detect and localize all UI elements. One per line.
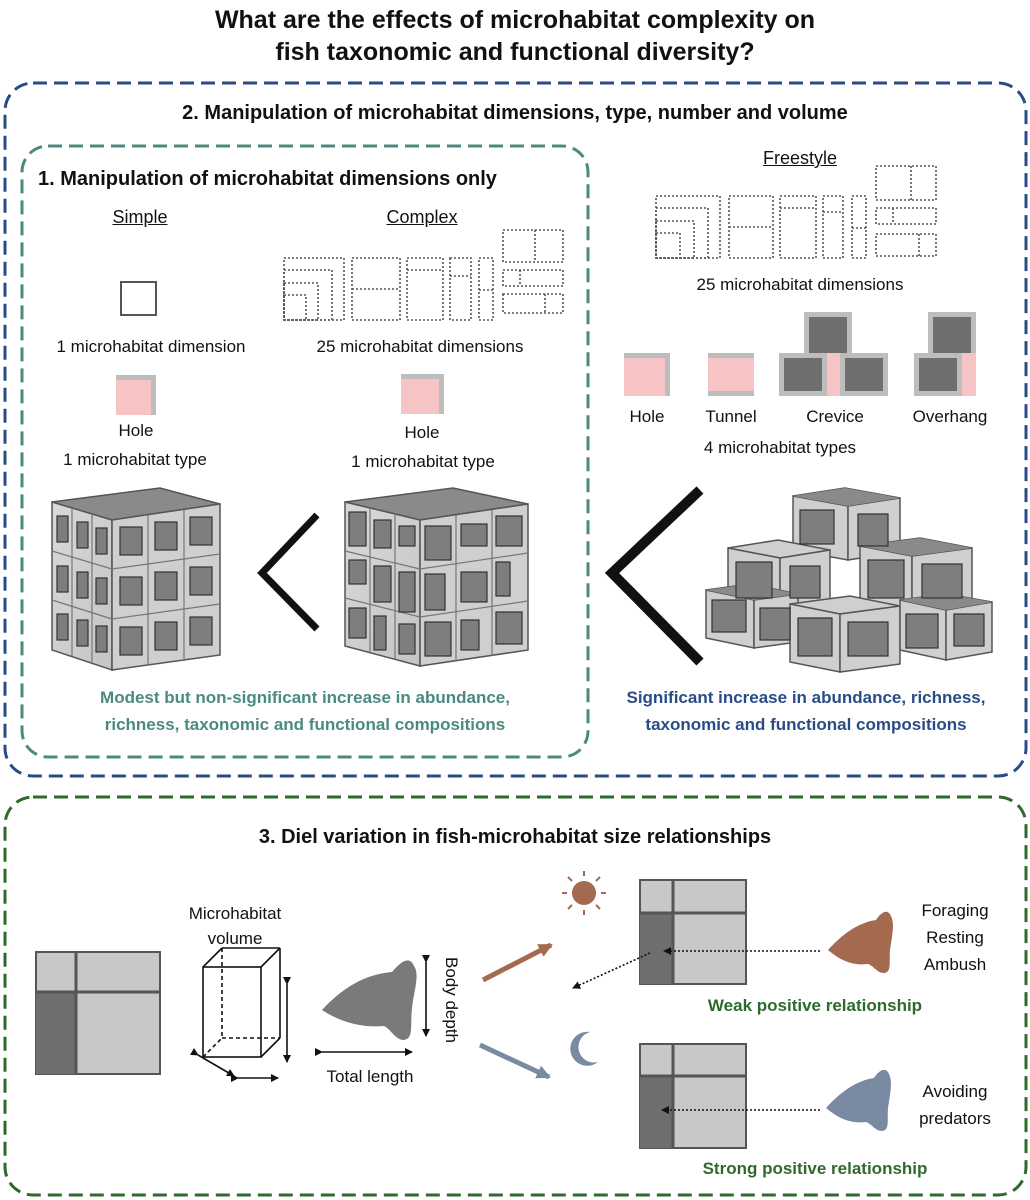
panel-2-result: Significant increase in abundance, richn… — [596, 684, 1016, 738]
panel-1-result-line1: Modest but non-significant increase in a… — [100, 688, 510, 707]
dimension-arrows-icon — [189, 977, 291, 1082]
fish-icon-day — [828, 911, 893, 973]
complex-type-caption: 1 microhabitat type — [351, 452, 495, 471]
body-depth-label: Body depth — [442, 956, 461, 1043]
fish-icon-grey — [322, 960, 417, 1040]
freestyle-label: Freestyle — [762, 148, 838, 168]
sun-icon — [562, 871, 606, 915]
simple-hole-icon — [116, 375, 156, 415]
chevron-left-icon — [257, 512, 320, 632]
day-behaviour-1: Foraging — [921, 901, 989, 920]
volume-label: Microhabitat volume — [170, 901, 300, 951]
panel-1-result-line2: richness, taxonomic and functional compo… — [104, 715, 506, 734]
volume-label-line2: volume — [207, 929, 263, 948]
type-overhang-label: Overhang — [912, 407, 988, 426]
day-microhabitat-icon — [639, 879, 747, 985]
panel-3-border — [3, 795, 1028, 1197]
freestyle-dimensions-text: 25 microhabitat dimensions — [696, 275, 904, 294]
freestyle-cube-pile-icon — [705, 487, 993, 673]
simple-type-name: Hole — [118, 421, 154, 440]
complex-cube-icon — [344, 487, 529, 667]
type-crevice-label: Crevice — [806, 407, 864, 426]
freestyle-hole-icon — [624, 353, 670, 396]
simple-dimension-square — [120, 281, 157, 316]
fish-measure-arrows — [315, 955, 430, 1056]
night-behaviour-2: predators — [919, 1109, 991, 1128]
volume-box-icon — [202, 947, 281, 1058]
complex-label: Complex — [386, 207, 458, 227]
panel-2-border — [3, 81, 1028, 778]
page-title-line1: What are the effects of microhabitat com… — [214, 6, 816, 34]
complex-dimensions-text: 25 microhabitat dimensions — [316, 337, 524, 356]
panel-2-heading: 2. Manipulation of microhabitat dimensio… — [182, 102, 848, 124]
night-microhabitat-icon — [639, 1043, 747, 1149]
microhabitat-layout-icon — [35, 951, 161, 1075]
night-behaviour-1: Avoiding — [922, 1082, 988, 1101]
panel-1-border — [20, 144, 590, 759]
total-length-label: Total length — [326, 1067, 414, 1086]
chevron-left-icon-large — [604, 486, 704, 666]
night-behaviours: Avoiding predators — [900, 1078, 1010, 1132]
freestyle-tunnel-icon — [708, 353, 754, 396]
page-title: What are the effects of microhabitat com… — [0, 4, 1030, 68]
panel-2-result-line2: taxonomic and functional compositions — [645, 715, 967, 734]
night-arrow-icon — [478, 1042, 551, 1080]
type-tunnel-label: Tunnel — [705, 407, 757, 426]
day-arrow-icon — [481, 942, 553, 983]
types-caption: 4 microhabitat types — [703, 438, 857, 457]
panel-1-heading: 1. Manipulation of microhabitat dimensio… — [38, 168, 497, 190]
simple-label: Simple — [112, 207, 168, 227]
complex-hole-icon — [401, 374, 444, 414]
freestyle-dimensions-icon — [655, 165, 937, 259]
day-behaviour-2: Resting — [926, 928, 984, 947]
simple-type-caption: 1 microhabitat type — [63, 450, 207, 469]
freestyle-overhang-icon — [914, 312, 976, 396]
freestyle-crevice-icon — [779, 312, 888, 396]
volume-label-line1: Microhabitat — [188, 904, 282, 923]
day-relationship: Weak positive relationship — [707, 996, 923, 1015]
panel-2-result-line1: Significant increase in abundance, richn… — [626, 688, 986, 707]
complex-dimensions-icon — [283, 229, 564, 321]
simple-cube-icon — [51, 487, 221, 672]
complex-type-name: Hole — [404, 423, 440, 442]
panel-3-heading: 3. Diel variation in fish-microhabitat s… — [258, 826, 772, 848]
day-behaviours: Foraging Resting Ambush — [900, 897, 1010, 978]
night-relationship: Strong positive relationship — [702, 1159, 928, 1178]
fish-icon-night — [826, 1069, 891, 1131]
type-hole-label: Hole — [629, 407, 665, 426]
day-behaviour-3: Ambush — [923, 955, 987, 974]
moon-icon — [570, 1031, 598, 1066]
page-title-line2: fish taxonomic and functional diversity? — [275, 38, 755, 66]
day-exit-line — [572, 952, 651, 989]
panel-1-result: Modest but non-significant increase in a… — [30, 684, 580, 738]
simple-dimensions-text: 1 microhabitat dimension — [56, 337, 246, 356]
